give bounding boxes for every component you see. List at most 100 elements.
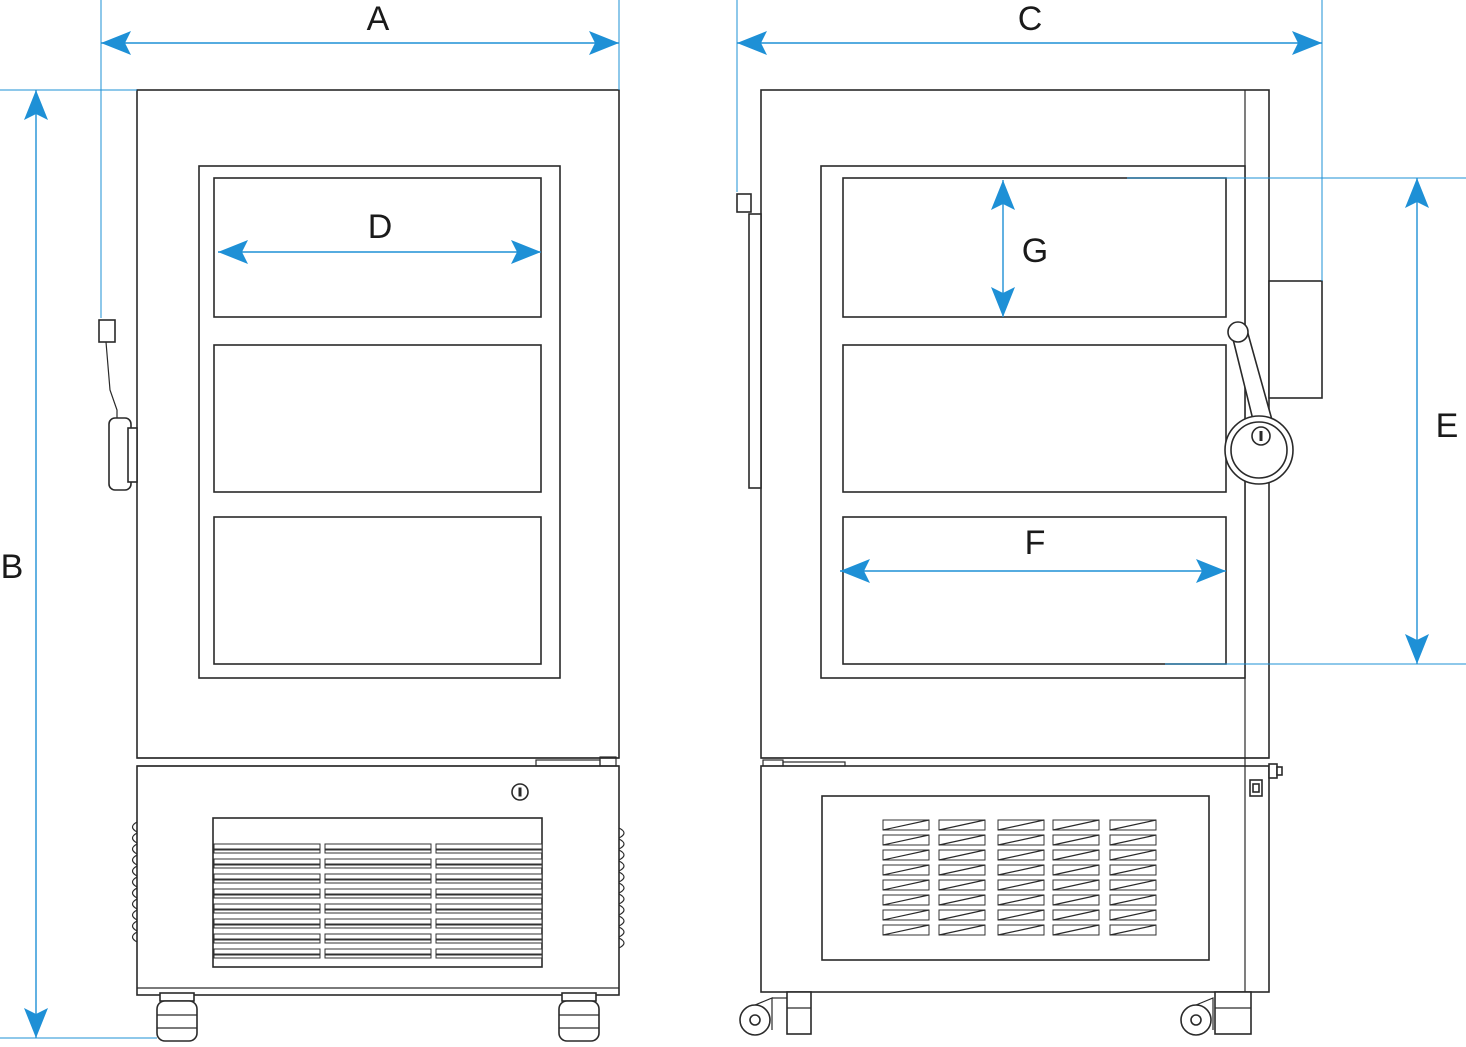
louver-slat-edge — [938, 819, 986, 831]
louver-slat — [213, 864, 321, 869]
louver-slat — [435, 843, 543, 850]
louver-slat — [435, 948, 543, 955]
louver-slat-edge — [997, 849, 1045, 861]
side-fin — [618, 871, 625, 883]
side-caster-left — [739, 991, 812, 1036]
louver-slat — [435, 864, 543, 869]
louver-slat — [213, 948, 321, 955]
side-fin — [131, 832, 138, 844]
louver-slat — [435, 894, 543, 899]
label-A: A — [367, 0, 390, 38]
side-fin — [618, 937, 625, 949]
arrow-E-bottom — [1405, 634, 1429, 664]
arrow-D-left — [218, 240, 248, 264]
louver-slat — [435, 924, 543, 929]
louver-slat — [435, 918, 543, 925]
side-fin — [618, 838, 625, 850]
louver-slat — [213, 939, 321, 944]
side-fin — [131, 865, 138, 877]
louver-slat-edge — [1052, 909, 1100, 921]
louver-slat-edge — [1109, 864, 1157, 876]
side-fin — [131, 920, 138, 932]
louver-slat-edge — [882, 909, 930, 921]
louver-slat-edge — [882, 879, 930, 891]
label-B: B — [1, 548, 24, 586]
front-louvers — [213, 843, 543, 959]
louver-slat-edge — [997, 924, 1045, 936]
dimension-labels: A B C D E F G — [1, 0, 1459, 586]
louver-slat-edge — [938, 909, 986, 921]
louver-slat — [324, 954, 432, 959]
side-caster-right — [1180, 991, 1252, 1036]
louver-slat — [213, 879, 321, 884]
side-fin — [618, 904, 625, 916]
louver-slat-edge — [1109, 924, 1157, 936]
louver-slat — [213, 849, 321, 854]
arrow-A-right — [589, 31, 619, 55]
louver-slat-edge — [938, 834, 986, 846]
louver-slat-edge — [1052, 879, 1100, 891]
label-F: F — [1025, 524, 1046, 562]
arrow-C-left — [737, 31, 767, 55]
louver-slat — [324, 858, 432, 865]
louver-slat-edge — [1109, 849, 1157, 861]
front-foot-right — [558, 992, 600, 1042]
side-connector-icon — [1249, 763, 1283, 797]
louver-slat — [435, 849, 543, 854]
louver-slat — [324, 864, 432, 869]
louver-slat — [213, 918, 321, 925]
side-hinge-bar — [748, 213, 762, 489]
side-fin — [618, 915, 625, 927]
louver-slat — [435, 858, 543, 865]
front-shelf-3 — [213, 516, 542, 665]
louver-slat — [213, 909, 321, 914]
louver-slat — [213, 858, 321, 865]
louver-slat-edge — [997, 864, 1045, 876]
side-fin — [618, 827, 625, 839]
louver-slat — [435, 909, 543, 914]
side-fin — [618, 849, 625, 861]
louver-slat — [324, 924, 432, 929]
louver-slat — [213, 888, 321, 895]
louver-slat — [213, 903, 321, 910]
arrow-G-top — [991, 180, 1015, 210]
louver-slat — [213, 873, 321, 880]
louver-slat — [435, 903, 543, 910]
arrow-G-bottom — [991, 287, 1015, 317]
louver-slat-edge — [1052, 894, 1100, 906]
louver-slat-edge — [938, 864, 986, 876]
louver-slat-edge — [1052, 924, 1100, 936]
louver-slat-edge — [882, 849, 930, 861]
side-fin — [131, 854, 138, 866]
arrow-C-right — [1292, 31, 1322, 55]
side-fin — [131, 843, 138, 855]
louver-slat — [324, 909, 432, 914]
louver-slat — [213, 933, 321, 940]
arrow-B-bottom — [24, 1008, 48, 1038]
louver-slat-edge — [1109, 909, 1157, 921]
louver-slat — [435, 879, 543, 884]
louver-slat — [435, 888, 543, 895]
side-fin — [618, 926, 625, 938]
louver-slat — [324, 894, 432, 899]
louver-slat — [213, 894, 321, 899]
side-fin — [131, 909, 138, 921]
louver-slat-edge — [1052, 849, 1100, 861]
arrow-D-right — [511, 240, 541, 264]
louver-slat-edge — [1052, 834, 1100, 846]
arrow-B-top — [24, 90, 48, 120]
arrow-A-left — [101, 31, 131, 55]
side-fin — [618, 882, 625, 894]
louver-slat-edge — [882, 894, 930, 906]
front-shelf-1 — [213, 177, 542, 318]
side-fin — [618, 893, 625, 905]
louver-slat — [324, 849, 432, 854]
louver-slat-edge — [997, 894, 1045, 906]
louver-slat — [435, 939, 543, 944]
louver-slat-edge — [882, 819, 930, 831]
side-handle-icon — [1224, 321, 1294, 485]
side-fin — [131, 821, 138, 833]
louver-slat-edge — [938, 924, 986, 936]
